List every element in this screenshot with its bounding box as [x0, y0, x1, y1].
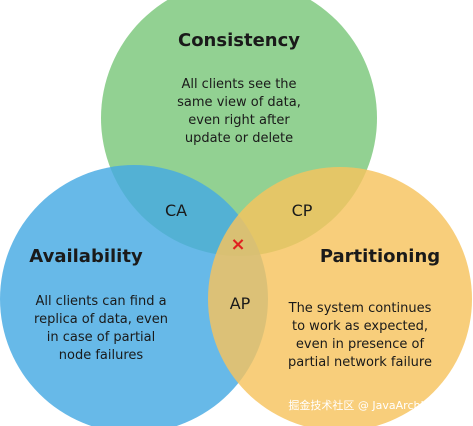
consistency-desc-line-2: same view of data,: [177, 95, 301, 110]
cp-label: CP: [292, 201, 313, 220]
availability-desc-line-2: replica of data, even: [34, 312, 168, 327]
consistency-desc-line-4: update or delete: [185, 131, 293, 146]
watermark: 掘金技术社区 @ JavaArchJourney: [288, 398, 462, 412]
consistency-desc-line-3: even right after: [188, 113, 290, 128]
consistency-title: Consistency: [178, 30, 300, 51]
ca-label: CA: [165, 201, 187, 220]
availability-desc-line-3: in case of partial: [47, 330, 156, 345]
partitioning-desc-line-2: to work as expected,: [292, 319, 428, 334]
partitioning-desc-line-1: The system continues: [288, 301, 432, 316]
partitioning-desc-line-4: partial network failure: [288, 355, 432, 370]
availability-desc-line-4: node failures: [59, 348, 144, 363]
partitioning-title: Partitioning: [320, 246, 440, 267]
availability-title: Availability: [29, 246, 143, 267]
partitioning-circle: [208, 167, 472, 426]
ap-label: AP: [230, 294, 251, 313]
center-cross-icon: ×: [230, 234, 245, 255]
availability-desc-line-1: All clients can find a: [35, 294, 166, 309]
consistency-desc-line-1: All clients see the: [181, 77, 296, 92]
availability-circle: [0, 165, 268, 426]
partitioning-desc-line-3: even in presence of: [296, 337, 425, 352]
